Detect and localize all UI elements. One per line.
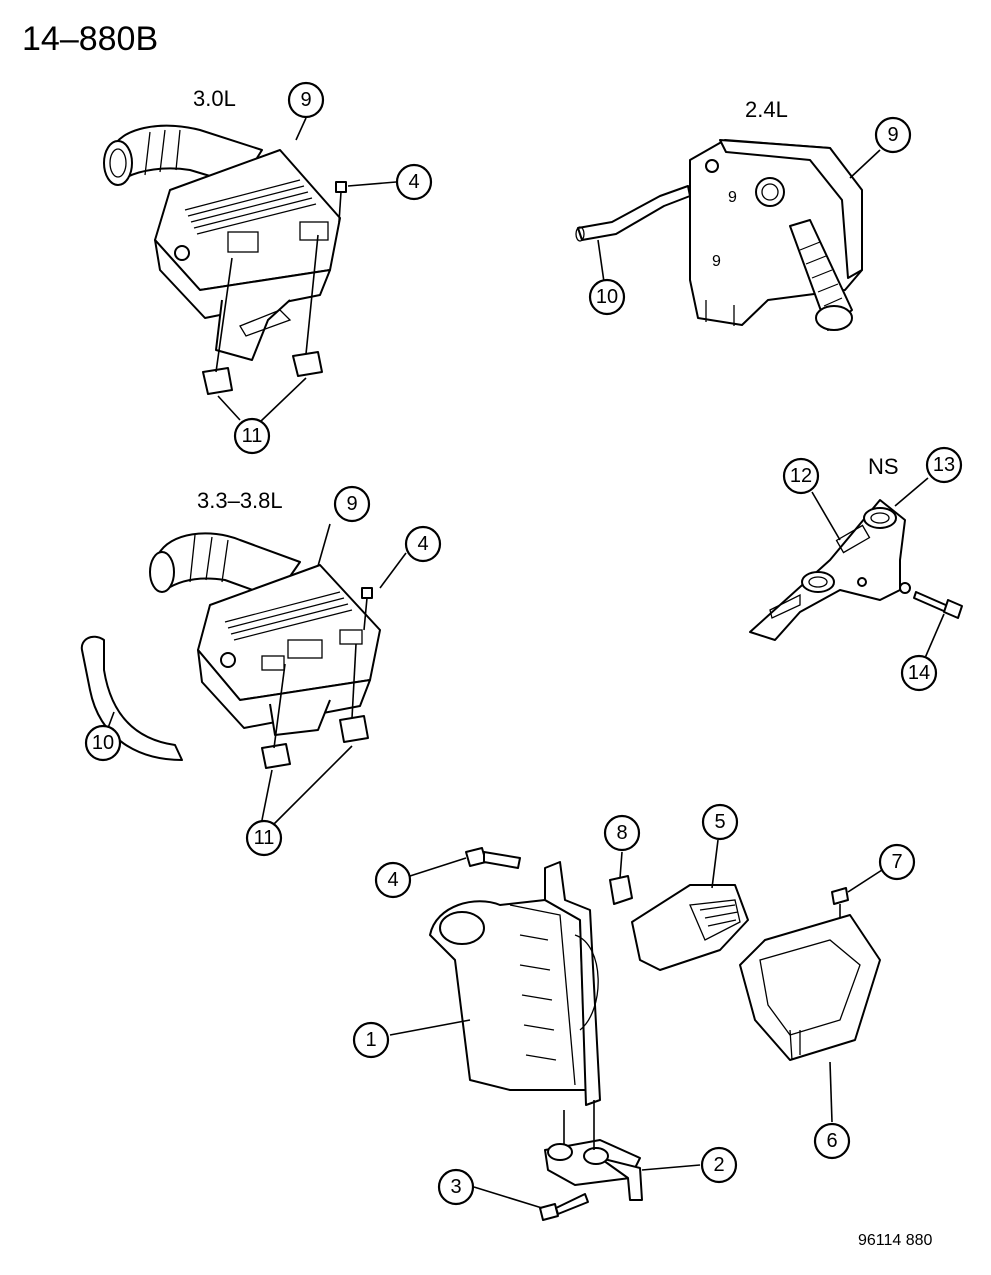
callout-4-3-0l: 4 <box>395 163 433 201</box>
callout-13: 13 <box>925 446 963 484</box>
callout-9-2-4l: 9 <box>874 116 912 154</box>
svg-text:9: 9 <box>728 189 737 206</box>
callout-10-3-3-3-8l: 10 <box>84 724 122 762</box>
callout-7: 7 <box>878 843 916 881</box>
svg-text:8: 8 <box>616 822 627 844</box>
svg-text:9: 9 <box>346 493 357 515</box>
callout-6: 6 <box>813 1122 851 1160</box>
figure-number: 14–880B <box>22 20 158 58</box>
svg-text:13: 13 <box>933 454 955 476</box>
air-cleaner-housing-assembly <box>429 847 881 1221</box>
svg-text:3: 3 <box>450 1176 461 1198</box>
callout-9-3-0l: 9 <box>287 81 325 119</box>
svg-text:10: 10 <box>596 286 618 308</box>
svg-text:12: 12 <box>790 465 812 487</box>
ns-label: NS <box>868 454 899 479</box>
callout-4-housing: 4 <box>374 861 412 899</box>
callout-1: 1 <box>352 1021 390 1059</box>
engine-label-3-0l: 3.0L <box>193 86 236 111</box>
callout-4-3-3-3-8l: 4 <box>404 525 442 563</box>
callout-12: 12 <box>782 457 820 495</box>
svg-text:5: 5 <box>714 811 725 833</box>
svg-text:9: 9 <box>300 89 311 111</box>
callout-5: 5 <box>701 803 739 841</box>
air-cleaner-assembly-3-0l <box>103 124 347 395</box>
callout-11-3-0l: 11 <box>233 417 271 455</box>
callout-2: 2 <box>700 1146 738 1184</box>
svg-text:11: 11 <box>242 425 263 447</box>
svg-text:11: 11 <box>254 827 275 849</box>
callout-3: 3 <box>437 1168 475 1206</box>
bracket-assembly-ns <box>749 499 963 641</box>
callout-8: 8 <box>603 814 641 852</box>
svg-text:14: 14 <box>908 662 930 684</box>
svg-text:4: 4 <box>408 171 419 193</box>
callout-10-2-4l: 10 <box>588 278 626 316</box>
footer-code: 96114 880 <box>858 1232 933 1249</box>
svg-text:7: 7 <box>891 851 902 873</box>
callout-14: 14 <box>900 654 938 692</box>
svg-text:9: 9 <box>712 253 721 270</box>
air-cleaner-assembly-3-3-3-8l <box>80 532 381 769</box>
svg-text:10: 10 <box>92 732 114 754</box>
svg-text:1: 1 <box>365 1029 376 1051</box>
svg-text:9: 9 <box>887 124 898 146</box>
engine-label-3-3-3-8l: 3.3–3.8L <box>197 488 283 513</box>
svg-text:4: 4 <box>417 533 428 555</box>
air-cleaner-assembly-2-4l: 9 9 <box>575 139 863 331</box>
callout-11-3-3-3-8l: 11 <box>245 819 283 857</box>
engine-label-2-4l: 2.4L <box>745 97 788 122</box>
svg-text:2: 2 <box>713 1154 724 1176</box>
svg-text:4: 4 <box>387 869 398 891</box>
svg-text:6: 6 <box>826 1130 837 1152</box>
callout-9-3-3-3-8l: 9 <box>333 485 371 523</box>
